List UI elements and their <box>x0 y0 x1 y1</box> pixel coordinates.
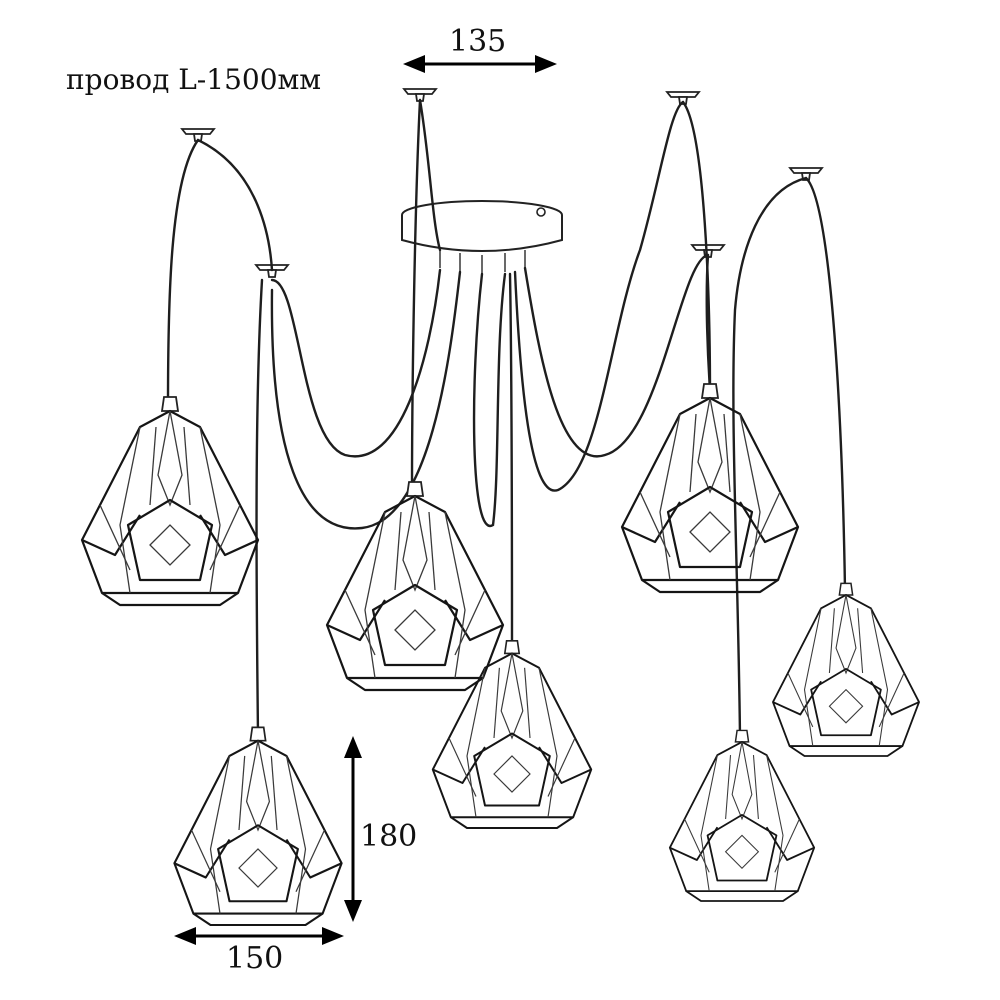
ceiling-canopy <box>401 200 563 274</box>
pendant-shade <box>80 395 260 607</box>
shade-height-label: 180 <box>360 819 418 854</box>
pendant-shade <box>173 726 343 927</box>
pendant-shade <box>772 582 920 757</box>
pendant-shade <box>325 480 505 692</box>
pendant-shade <box>620 382 800 594</box>
canopy-diameter-label: 135 <box>449 24 507 59</box>
dimension-arrow-150 <box>174 927 344 945</box>
wire-length-note: провод L-1500мм <box>66 63 322 96</box>
dimension-arrow-180 <box>344 736 362 922</box>
dimension-arrow-135 <box>403 55 557 73</box>
cords <box>166 98 847 739</box>
pendant-shade <box>668 729 816 902</box>
shade-width-label: 150 <box>226 941 284 976</box>
